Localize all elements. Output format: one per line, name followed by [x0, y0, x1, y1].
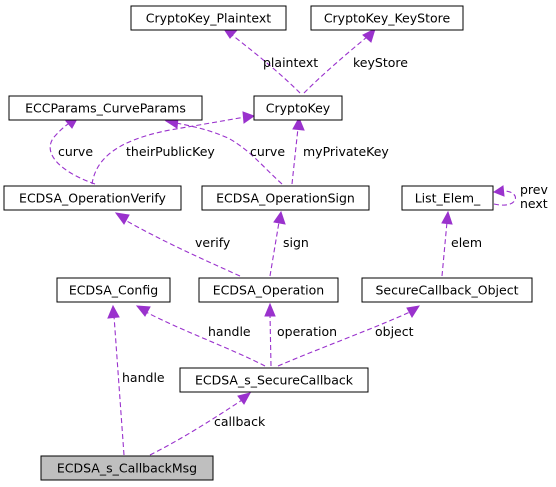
edge-label-operation: operation	[277, 324, 337, 339]
edge-label-next: next	[520, 196, 548, 211]
node-label: List_Elem_	[415, 191, 481, 206]
edge-my-private-key	[291, 116, 305, 185]
node-ecdsa-operationsign[interactable]: ECDSA_OperationSign	[201, 185, 370, 211]
node-ecdsa-s-securecallback[interactable]: ECDSA_s_SecureCallback	[179, 367, 369, 393]
edge-label-handle-msg: handle	[122, 370, 165, 385]
edge-sign	[269, 210, 286, 277]
edge-prev-next	[492, 185, 516, 206]
edge-callback	[149, 392, 251, 456]
edge-handle-msg	[107, 304, 125, 456]
node-ecdsa-operationverify[interactable]: ECDSA_OperationVerify	[3, 185, 182, 211]
node-label: CryptoKey_KeyStore	[324, 11, 451, 26]
edge-elem	[441, 210, 453, 277]
edge-label-their-public-key: theirPublicKey	[126, 144, 215, 159]
edge-label-my-private-key: myPrivateKey	[303, 144, 389, 159]
edge-label-curve-sign: curve	[250, 144, 285, 159]
node-eccparams-curveparams[interactable]: ECCParams_CurveParams	[8, 95, 203, 121]
edge-object	[277, 305, 421, 367]
edge-operation	[264, 302, 276, 367]
edge-label-verify: verify	[195, 235, 231, 250]
edge-their-public-key	[91, 111, 256, 185]
node-label: CryptoKey	[266, 101, 331, 116]
edge-handle-operation	[135, 305, 266, 367]
node-ecdsa-config[interactable]: ECDSA_Config	[56, 277, 171, 303]
node-label: ECDSA_Config	[69, 283, 158, 298]
node-list-elem[interactable]: List_Elem_	[401, 185, 494, 211]
edge-label-sign: sign	[283, 235, 309, 250]
node-cryptokey-keystore[interactable]: CryptoKey_KeyStore	[310, 5, 464, 31]
node-label: ECDSA_s_SecureCallback	[195, 373, 354, 388]
edge-verify	[114, 212, 241, 277]
node-securecallback-object[interactable]: SecureCallback_Object	[361, 277, 533, 303]
node-label: ECDSA_OperationVerify	[19, 191, 166, 206]
node-ecdsa-operation[interactable]: ECDSA_Operation	[198, 277, 339, 303]
node-label: ECCParams_CurveParams	[25, 101, 186, 116]
node-label: ECDSA_OperationSign	[216, 191, 355, 206]
edge-label-handle-operation: handle	[208, 324, 251, 339]
node-cryptokey[interactable]: CryptoKey	[253, 95, 343, 121]
edge-label-elem: elem	[451, 235, 482, 250]
node-label: CryptoKey_Plaintext	[146, 11, 271, 26]
node-ecdsa-s-callbackmsg[interactable]: ECDSA_s_CallbackMsg	[40, 455, 214, 481]
edge-keystore	[303, 28, 376, 94]
node-label: ECDSA_s_CallbackMsg	[57, 461, 197, 476]
edge-label-callback: callback	[214, 414, 266, 429]
edge-label-prev: prev	[520, 182, 548, 197]
edge-label-object: object	[375, 324, 414, 339]
node-cryptokey-plaintext[interactable]: CryptoKey_Plaintext	[130, 5, 287, 31]
edge-label-plaintext: plaintext	[263, 55, 318, 70]
edge-label-curve-verify: curve	[58, 144, 93, 159]
edge-label-keystore: keyStore	[353, 55, 408, 70]
node-label: ECDSA_Operation	[213, 283, 324, 298]
node-label: SecureCallback_Object	[376, 283, 519, 298]
